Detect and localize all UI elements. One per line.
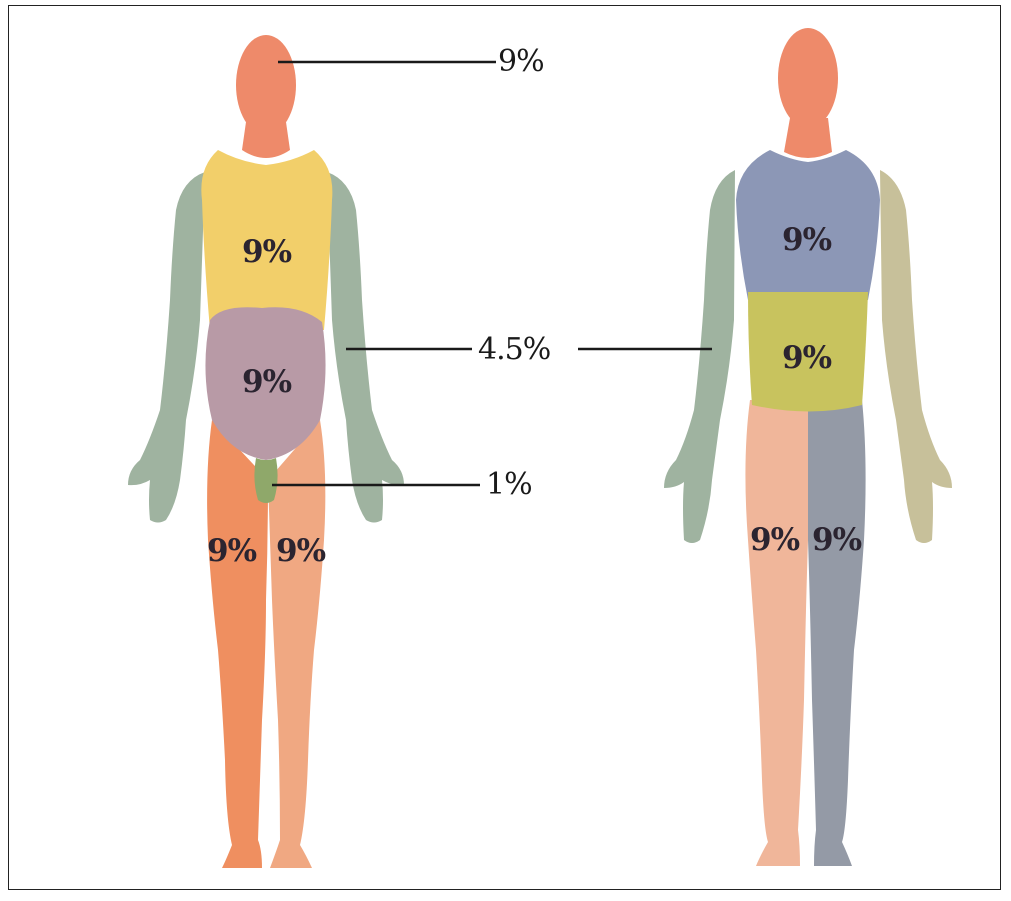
front-head xyxy=(236,35,296,135)
upper-back-label: 9% xyxy=(782,222,831,258)
front-left-leg-label: 9% xyxy=(276,533,325,569)
genital-percentage-label: 1% xyxy=(486,467,532,502)
back-right-arm xyxy=(880,170,952,543)
lower-back-label: 9% xyxy=(782,340,831,376)
back-body-figure xyxy=(664,28,952,866)
back-left-leg-label: 9% xyxy=(750,522,799,558)
arm-percentage-label: 4.5% xyxy=(478,332,550,367)
front-right-leg-label: 9% xyxy=(207,533,256,569)
front-body-figure xyxy=(128,35,404,868)
front-right-arm xyxy=(128,172,205,523)
back-left-arm xyxy=(664,170,735,543)
back-right-leg xyxy=(808,400,866,866)
front-genital-region xyxy=(254,458,277,503)
front-chest-label: 9% xyxy=(242,234,291,270)
back-left-leg xyxy=(745,400,808,866)
front-abdomen-label: 9% xyxy=(242,364,291,400)
head-percentage-label: 9% xyxy=(498,44,544,79)
back-right-leg-label: 9% xyxy=(812,522,861,558)
front-left-arm xyxy=(327,172,404,523)
back-head xyxy=(778,28,838,128)
